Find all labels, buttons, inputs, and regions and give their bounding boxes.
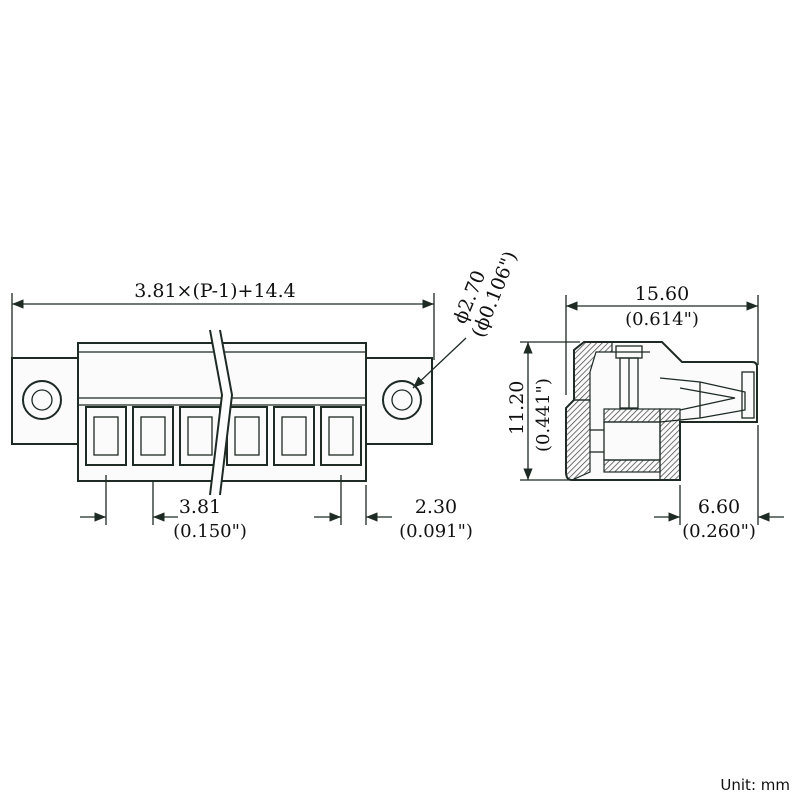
unit-label: Unit: mm bbox=[720, 776, 790, 794]
height-mm: 11.20 bbox=[506, 381, 528, 435]
edge-offset-in: (0.091") bbox=[399, 521, 473, 542]
clamp-contact bbox=[659, 371, 755, 423]
height-in: (0.441") bbox=[533, 378, 554, 452]
side-view: 15.60 (0.614") 11.20 (0.441") bbox=[506, 283, 784, 542]
left-flange bbox=[11, 357, 79, 445]
screw bbox=[612, 345, 650, 409]
depth-mm: 6.60 bbox=[698, 496, 740, 518]
edge-offset-mm: 2.30 bbox=[415, 496, 457, 518]
width-mm: 15.60 bbox=[635, 283, 689, 305]
depth-in: (0.260") bbox=[682, 521, 756, 542]
width-in: (0.614") bbox=[625, 309, 699, 330]
left-mount-hole bbox=[22, 380, 62, 420]
overall-length-label: 3.81×(P-1)+14.4 bbox=[134, 280, 296, 302]
pitch-mm: 3.81 bbox=[179, 496, 221, 518]
right-mount-hole bbox=[382, 380, 422, 420]
right-flange bbox=[365, 357, 433, 445]
front-view: 3.81×(P-1)+14.4 ϕ2.70 (ϕ0 bbox=[11, 248, 522, 542]
pitch-in: (0.150") bbox=[173, 521, 247, 542]
